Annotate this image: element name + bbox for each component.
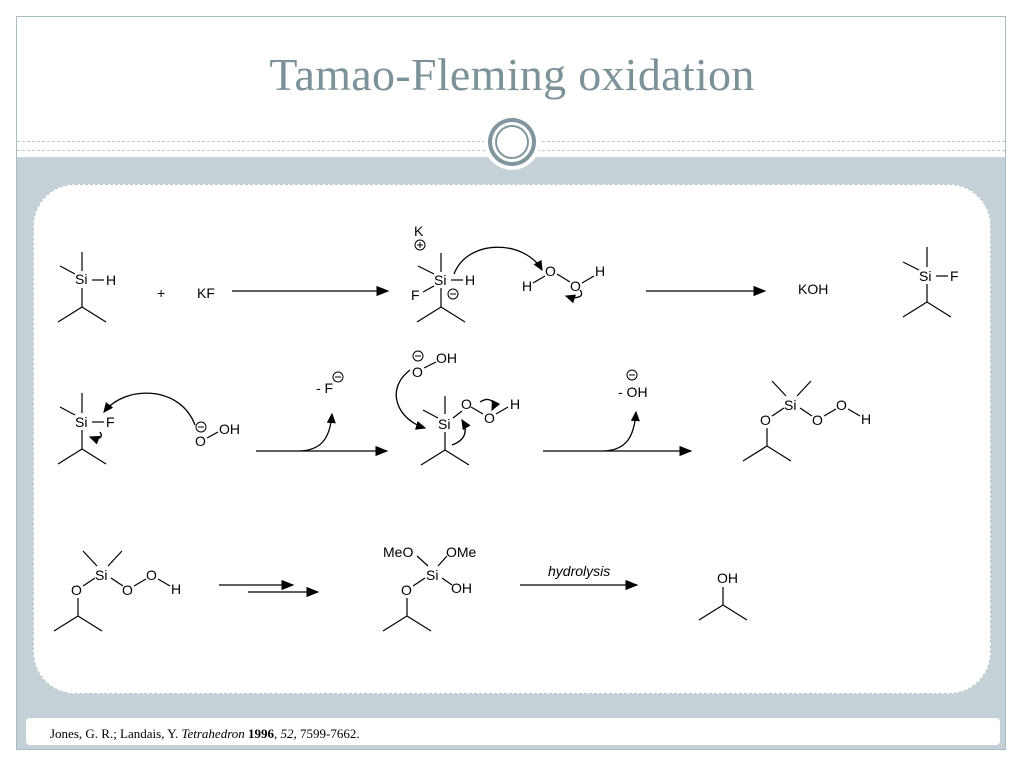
f-label: F: [950, 268, 959, 284]
minus-f-label: - F: [316, 380, 333, 396]
o-label: O: [461, 396, 472, 412]
o-label: O: [71, 582, 82, 598]
slide-title: Tamao-Fleming oxidation: [269, 49, 755, 100]
curved-arrow-icon: [451, 418, 471, 446]
ome-label: OMe: [446, 544, 477, 560]
o-label: O: [760, 412, 771, 428]
plus-sign: +: [157, 285, 165, 301]
fluorine-label: F: [411, 287, 420, 303]
reference-citation: Jones, G. R.; Landais, Y. Tetrahedron 19…: [26, 718, 1000, 745]
fluorosilane-row2: Si F: [57, 393, 115, 465]
ornament-ring-icon: [495, 125, 529, 159]
h2o2-o1: O: [545, 263, 556, 279]
citation-year: 1996: [248, 726, 275, 741]
h-label: H: [861, 411, 871, 427]
h-label: H: [510, 396, 520, 412]
oh-label: OH: [451, 580, 472, 596]
si-label: Si: [75, 414, 87, 430]
fluorosilane: Si F: [902, 247, 959, 318]
isopropanol: OH: [698, 570, 748, 621]
curved-arrow-icon: [453, 246, 543, 275]
si-label: Si: [434, 272, 446, 288]
si-label: Si: [784, 397, 796, 413]
dimethylisopropylsilane: Si H: [57, 252, 116, 323]
meo-label: MeO: [383, 544, 413, 560]
si-label: Si: [426, 567, 438, 583]
slide-frame: [16, 16, 1006, 750]
h-label: H: [465, 272, 475, 288]
potassium-label: K: [414, 223, 424, 239]
curved-arrow-icon: [88, 431, 102, 445]
curved-arrow-icon: [564, 289, 583, 304]
migrated-silyl-peroxide: Si O O O H: [742, 380, 871, 462]
curved-arrow-icon: [395, 369, 427, 430]
koh-label: KOH: [798, 281, 828, 297]
o-label: O: [146, 567, 157, 583]
citation-volume: 52: [280, 726, 294, 741]
citation-journal: Tetrahedron: [181, 726, 245, 741]
h-label: H: [171, 581, 181, 597]
silyl-peroxide-intermediate: O OH Si O O H: [395, 350, 520, 466]
citation-pages: 7599-7662.: [300, 726, 360, 741]
h2o2-h1: H: [522, 278, 532, 294]
o-label: O: [195, 433, 206, 449]
minus-oh-label: - OH: [618, 384, 648, 400]
o-label: O: [122, 582, 133, 598]
oh-label: OH: [436, 350, 457, 366]
h-label: H: [106, 272, 116, 288]
si-label: Si: [95, 567, 107, 583]
curved-arrow-icon: [479, 398, 501, 412]
o-label: O: [412, 364, 423, 380]
oh-label: OH: [219, 421, 240, 437]
o-label: O: [401, 582, 412, 598]
oh-label: OH: [717, 570, 738, 586]
curved-arrow-icon: [103, 392, 196, 426]
silanol-ester: MeO OMe Si O OH: [382, 544, 477, 632]
h2o2-h2: H: [595, 263, 605, 279]
pentacoordinate-silicate: K Si H F: [411, 223, 543, 323]
h2o2-o2: O: [570, 278, 581, 294]
o-label: O: [812, 412, 823, 428]
o-label: O: [484, 410, 495, 426]
hydrogen-peroxide: H O O H: [522, 263, 605, 304]
o-label: O: [836, 397, 847, 413]
si-label: Si: [919, 268, 931, 284]
citation-authors: Jones, G. R.; Landais, Y.: [50, 726, 179, 741]
curved-arrow-icon: [603, 410, 640, 452]
scheme-panel: [33, 184, 991, 694]
curved-arrow-icon: [299, 412, 336, 452]
hydrolysis-label: hydrolysis: [548, 563, 610, 579]
si-label: Si: [75, 271, 87, 287]
f-label: F: [106, 414, 115, 430]
kf-label: KF: [197, 285, 215, 301]
silyl-peroxide-row3: Si O O O H: [53, 550, 181, 632]
si-label: Si: [438, 416, 450, 432]
hydroperoxide-anion: O OH: [103, 392, 240, 449]
